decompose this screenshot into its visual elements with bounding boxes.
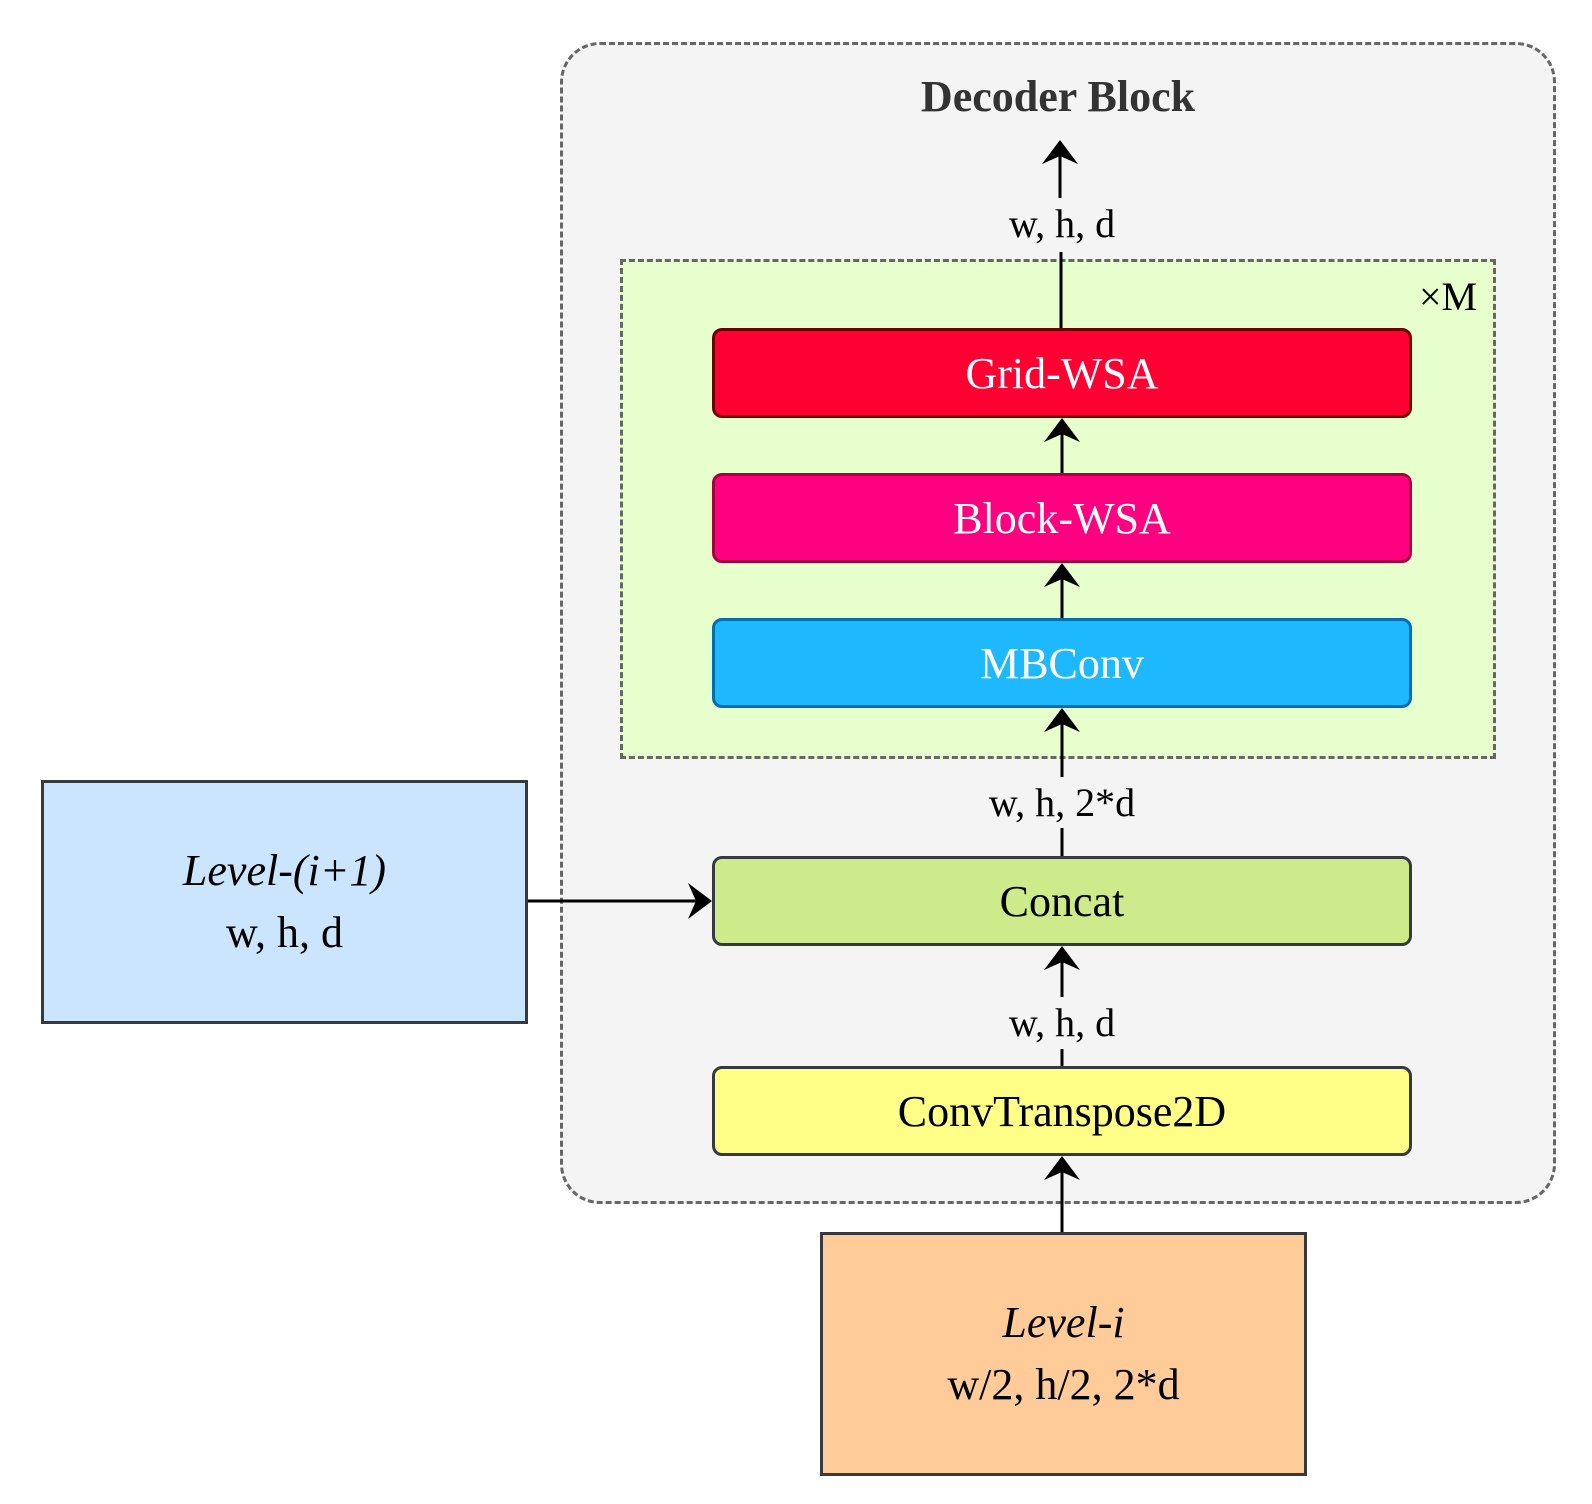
block-wsa-block: Block-WSA [712, 473, 1412, 563]
level-i-dims: w/2, h/2, 2*d [947, 1360, 1180, 1409]
edge-label-output: w, h, d [1008, 200, 1116, 246]
level-i-plus-1-name: Level-(i+1) [182, 846, 387, 895]
mbconv-block: MBConv [712, 618, 1412, 708]
edge-label-after-concat: w, h, 2*d [988, 779, 1136, 825]
level-i-plus-1-dims: w, h, d [226, 908, 343, 957]
convtranspose-block: ConvTranspose2D [712, 1066, 1412, 1156]
level-i-name: Level-i [1002, 1298, 1125, 1347]
grid-wsa-block: Grid-WSA [712, 328, 1412, 418]
concat-block: Concat [712, 856, 1412, 946]
edge-label-after-convtranspose: w, h, d [1008, 999, 1116, 1045]
repeat-label: ×M [1418, 273, 1478, 319]
decoder-block-title: Decoder Block [920, 71, 1196, 121]
level-i-input: Level-i w/2, h/2, 2*d [820, 1232, 1307, 1476]
level-i-plus-1-input: Level-(i+1) w, h, d [41, 780, 528, 1024]
